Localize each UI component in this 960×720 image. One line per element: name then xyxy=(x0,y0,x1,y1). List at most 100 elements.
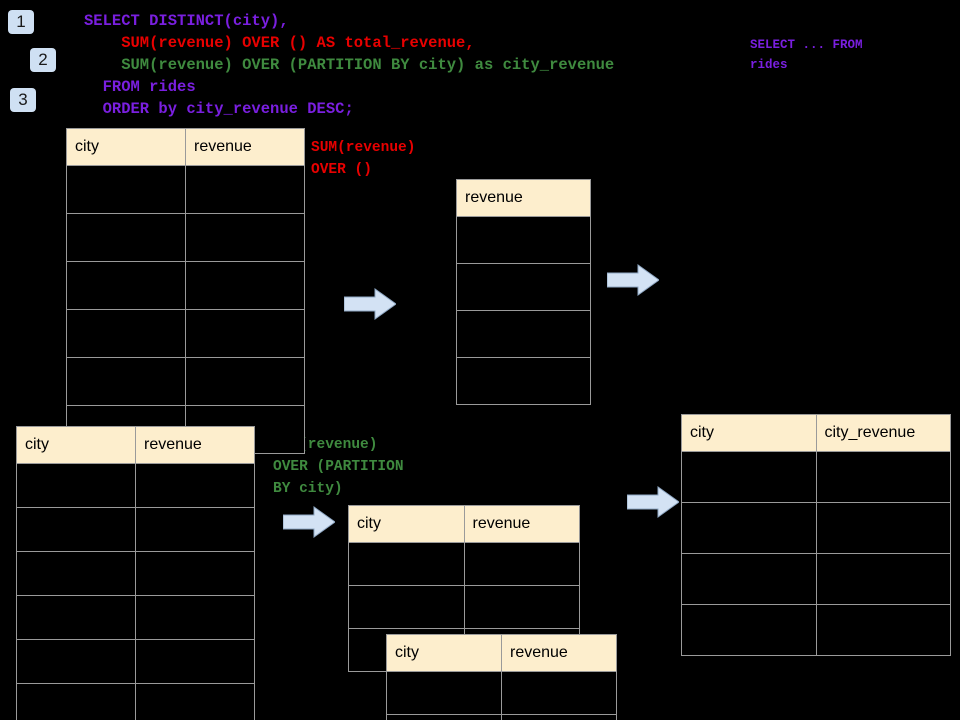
table-row[interactable] xyxy=(681,502,951,554)
table-row[interactable] xyxy=(681,553,951,605)
column-header-revenue[interactable]: revenue xyxy=(501,634,617,672)
table-row[interactable] xyxy=(66,261,305,310)
table-cell[interactable] xyxy=(681,604,817,656)
table-cell[interactable] xyxy=(185,357,305,406)
table-cell[interactable] xyxy=(501,714,617,720)
table-cell[interactable] xyxy=(815,451,951,503)
column-header-revenue[interactable]: revenue xyxy=(135,426,255,464)
column-header-revenue[interactable]: revenue xyxy=(456,179,591,217)
table-cell[interactable] xyxy=(348,542,465,586)
step-badge-2[interactable]: 2 xyxy=(30,48,56,72)
table-cell[interactable] xyxy=(135,683,255,720)
table-row[interactable] xyxy=(386,714,617,720)
column-header-city-revenue[interactable]: city_revenue xyxy=(815,414,951,452)
table-cell[interactable] xyxy=(66,309,186,358)
table-row[interactable] xyxy=(348,585,580,629)
annotation-total-line-2: OVER () xyxy=(311,162,372,178)
table-cell[interactable] xyxy=(681,451,817,503)
table-cell[interactable] xyxy=(681,553,817,605)
table-cell[interactable] xyxy=(456,216,591,264)
table-cell[interactable] xyxy=(185,309,305,358)
table-cell[interactable] xyxy=(456,357,591,405)
table-row[interactable] xyxy=(456,263,591,311)
table-row[interactable] xyxy=(16,507,255,552)
column-header-revenue[interactable]: revenue xyxy=(463,505,580,543)
table-cell[interactable] xyxy=(815,604,951,656)
table-cell[interactable] xyxy=(815,502,951,554)
table-cell[interactable] xyxy=(501,671,617,715)
annotation-partition-line-3: BY city) xyxy=(273,481,343,497)
table-cell[interactable] xyxy=(66,357,186,406)
step-badge-3[interactable]: 3 xyxy=(10,88,36,112)
table-cell[interactable] xyxy=(456,310,591,358)
table-row[interactable] xyxy=(66,165,305,214)
sql-line-total-revenue: SUM(revenue) OVER () AS total_revenue, xyxy=(84,34,475,52)
table-row[interactable] xyxy=(456,216,591,264)
side-note-select-from: SELECT ... FROM xyxy=(750,38,863,52)
table-cell[interactable] xyxy=(185,213,305,262)
table-cell[interactable] xyxy=(16,683,136,720)
column-header-city[interactable]: city xyxy=(681,414,817,452)
table-cell[interactable] xyxy=(681,502,817,554)
table-total-revenue[interactable]: revenue xyxy=(456,179,591,405)
table-row[interactable] xyxy=(681,451,951,503)
annotation-partition-line-2: OVER (PARTITION xyxy=(273,459,404,475)
table-cell[interactable] xyxy=(135,639,255,684)
table-cell[interactable] xyxy=(815,553,951,605)
table-cell[interactable] xyxy=(66,261,186,310)
column-header-city[interactable]: city xyxy=(66,128,186,166)
table-cell[interactable] xyxy=(348,585,465,629)
table-cell[interactable] xyxy=(386,714,502,720)
table-cell[interactable] xyxy=(16,507,136,552)
table-cell[interactable] xyxy=(135,463,255,508)
table-cell[interactable] xyxy=(463,585,580,629)
table-cell[interactable] xyxy=(386,671,502,715)
table-row[interactable] xyxy=(16,595,255,640)
table-cell[interactable] xyxy=(456,263,591,311)
column-header-city[interactable]: city xyxy=(386,634,502,672)
table-cell[interactable] xyxy=(185,261,305,310)
table-cell[interactable] xyxy=(16,639,136,684)
step-badge-1[interactable]: 1 xyxy=(8,10,34,34)
table-cell[interactable] xyxy=(66,213,186,262)
table-row[interactable] xyxy=(66,357,305,406)
column-header-revenue[interactable]: revenue xyxy=(185,128,305,166)
table-row[interactable] xyxy=(66,309,305,358)
table-row[interactable] xyxy=(386,671,617,715)
table-row[interactable] xyxy=(66,213,305,262)
table-cell[interactable] xyxy=(135,595,255,640)
table-cell[interactable] xyxy=(135,551,255,596)
column-header-city[interactable]: city xyxy=(348,505,465,543)
sql-line-city-revenue: SUM(revenue) OVER (PARTITION BY city) as… xyxy=(84,56,615,74)
table-cell[interactable] xyxy=(16,595,136,640)
table-row[interactable] xyxy=(16,551,255,596)
table-cell[interactable] xyxy=(185,165,305,214)
table-row[interactable] xyxy=(16,463,255,508)
arrow-source-to-total xyxy=(344,288,396,320)
table-cell[interactable] xyxy=(16,463,136,508)
arrow-source-to-partition xyxy=(283,506,335,538)
arrow-total-to-result xyxy=(607,264,659,296)
table-cell[interactable] xyxy=(66,165,186,214)
table-row[interactable] xyxy=(456,310,591,358)
side-note-rides: rides xyxy=(750,58,788,72)
table-row[interactable] xyxy=(16,683,255,720)
table-cell[interactable] xyxy=(463,542,580,586)
table-row[interactable] xyxy=(348,542,580,586)
table-row[interactable] xyxy=(456,357,591,405)
table-row[interactable] xyxy=(16,639,255,684)
table-cell[interactable] xyxy=(135,507,255,552)
column-header-city[interactable]: city xyxy=(16,426,136,464)
table-cell[interactable] xyxy=(16,551,136,596)
table-row[interactable] xyxy=(681,604,951,656)
